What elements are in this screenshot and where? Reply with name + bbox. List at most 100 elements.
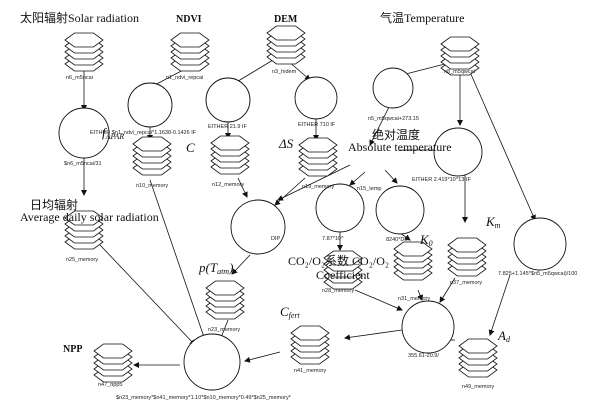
node-n49-memory[interactable] [458,338,498,378]
node-dem-input[interactable] [266,25,306,65]
edge-cfert-to-n41 [344,329,403,341]
formula-npp: $n23_memory*$n41_memory*1.10*$n10_memory… [116,395,292,401]
node-n41-memory[interactable] [290,325,330,365]
node-temp-input[interactable] [440,36,480,76]
hex-layer [447,237,487,253]
label-n47: n47_npp5 [98,382,122,388]
formula-km: EITHER 2.419*10^13 IF [412,177,471,183]
sym-npp: NPP [63,344,82,355]
layer-nodes [64,25,498,383]
header-temp: 气温Temperature [380,10,464,25]
label-n37: n37_memory [450,280,482,286]
hex-layer [210,135,250,151]
formula-labels: $n6_m5ncai/31 EITHER $n1_ndvi_repcai*1.1… [64,122,577,401]
op-c[interactable] [205,77,251,123]
hex-layer [323,250,363,266]
op-co2[interactable] [315,183,365,233]
label-n28: n28_memory [322,288,354,294]
node-n12-memory[interactable] [210,135,250,175]
node-n23-memory[interactable] [205,280,245,320]
node-n10-memory[interactable] [132,136,172,176]
label-n15: n15_temp [357,186,381,192]
label-n25: n25_memory [66,257,98,263]
sym-daily-en: Average daily solar radiation [20,210,159,224]
edge-ad-calc-to-n49 [488,274,511,336]
node-n19-memory[interactable] [298,137,338,177]
label-n19: n19_memory [302,184,334,190]
sym-co2-line2: Coefficient [316,268,370,282]
hex-layer [170,32,210,48]
op-ds[interactable] [294,76,338,120]
node-n31-memory[interactable] [393,241,433,281]
op-n5[interactable] [372,67,414,109]
header-solar: 太阳辐射Solar radiation [20,10,139,25]
node-n37-memory[interactable] [447,237,487,277]
node-ndvi-input[interactable] [170,32,210,72]
sym-ds: ΔS [278,136,294,151]
edge-n28-to-cfert [354,289,403,311]
label-n41: n41_memory [294,368,326,374]
op-cfert[interactable] [401,300,455,354]
hex-layer [132,136,172,152]
sym-km: Km [485,214,501,230]
formula-cfert: 355.61-20.9/ [408,353,439,359]
label-n3: n3_hidem [272,69,297,75]
formula-co2: 7.87*10^ [322,236,344,242]
op-k0[interactable] [375,185,425,235]
formula-c: EITHER 21.9 IF [208,124,247,130]
edge-n19-to-p [274,177,306,206]
sym-p: p(Tatm) [198,260,233,276]
op-solar-divide[interactable] [58,107,110,159]
hex-layer [298,137,338,153]
node-n25-memory[interactable] [64,210,104,250]
hex-layer [205,280,245,296]
edge-n41-to-npp [244,351,281,363]
hex-layer [64,32,104,48]
node-labels: n6_m5ncai n1_ndvi_repcai n3_hidem n8_m5q… [66,69,494,390]
sym-absolute-cn: 绝对温度 [372,127,420,142]
formula-k0: 8240*DIP [386,237,410,243]
sym-c: C [186,140,195,155]
hex-layer [393,241,433,257]
hex-layer [440,36,480,52]
node-n47-npp[interactable] [93,343,133,383]
header-dem: DEM [274,14,298,25]
hex-layer [266,25,306,41]
sym-absolute-en: Absolute temperature [348,140,452,154]
op-ad[interactable] [513,217,567,271]
op-npp[interactable] [183,333,241,391]
edge-n25-to-npp [99,244,196,346]
sym-k0: K0 [419,232,433,248]
hex-layer [64,210,104,226]
header-ndvi: NDVI [176,14,202,25]
hex-layer [458,338,498,354]
label-n10: n10_memory [136,183,168,189]
sym-co2-line1: CO₂/O₂系数 CO₂/O₂ [288,253,389,268]
label-n8: n8_m5qwcai [444,69,475,75]
edge-absolute-to-co2 [349,171,366,186]
hex-layer [290,325,330,341]
op-p[interactable] [230,199,286,255]
node-n28-memory[interactable] [323,250,363,290]
label-n1: n1_ndvi_repcai [166,75,203,81]
node-solar-input[interactable] [64,32,104,72]
edge-n31-to-cfert [417,289,423,301]
edge-p-to-n23 [231,254,251,275]
hex-layer [93,343,133,359]
formula-solar: $n6_m5ncai/31 [64,161,102,167]
symbol-labels: fAPAR C ΔS 绝对温度 Absolute temperature Km … [20,125,511,355]
headers: 太阳辐射Solar radiation NDVI DEM 气温Temperatu… [20,10,464,25]
edge-n12-to-p [237,177,248,198]
label-n23: n23_memory [208,327,240,333]
label-n6: n6_m5ncai [66,75,93,81]
edge-n37-to-cfert [439,277,456,303]
op-fapar[interactable] [127,82,173,128]
sym-ad: Ad [497,328,511,344]
op-km[interactable] [433,127,483,177]
formula-p: DIP [271,236,281,242]
sym-cfert: Cfert [280,304,301,320]
sym-daily-cn: 日均辐射 [30,197,78,212]
formula-ad: 7.825+1.145*$n5_m5qwcai)/100 [498,271,577,277]
